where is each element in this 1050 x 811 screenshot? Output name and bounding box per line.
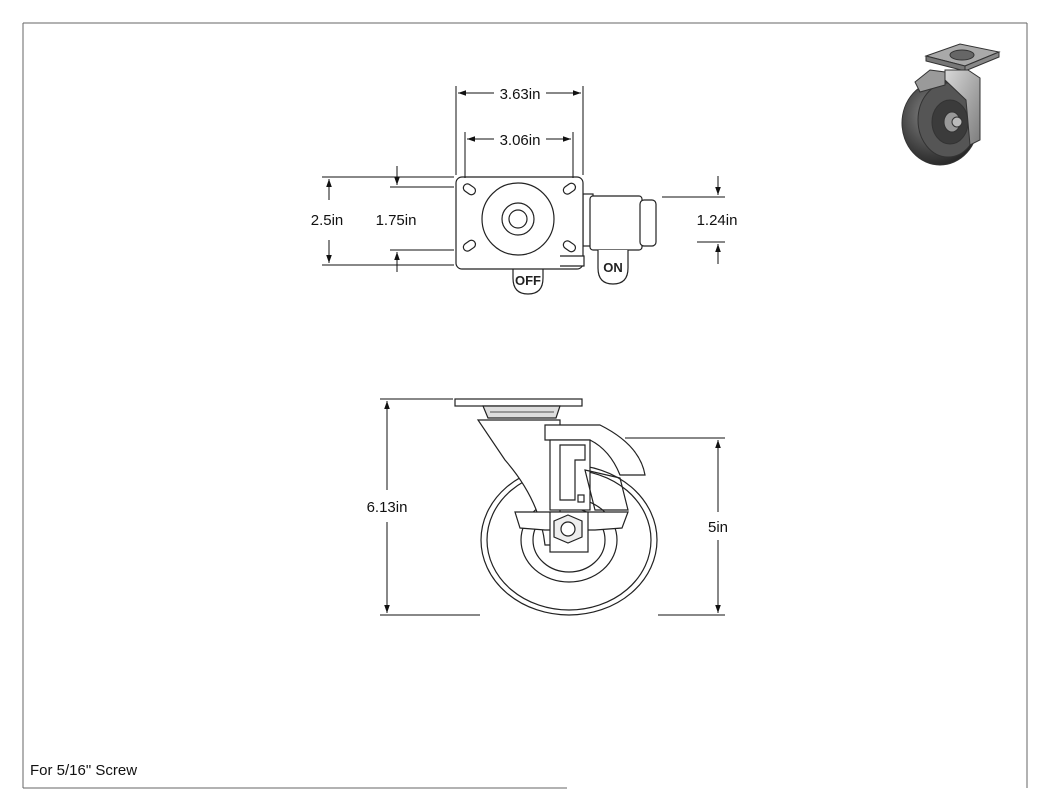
brake-on-label: ON: [603, 260, 623, 275]
dim-wheel-diameter: 5in: [708, 519, 728, 536]
dim-overall-width: 3.63in: [500, 86, 541, 103]
plate-slot-tr: [562, 182, 577, 195]
brake-pin: [577, 494, 585, 503]
isometric-caster-thumbnail: [901, 43, 1001, 166]
plate-slot-bl: [462, 239, 477, 252]
side-view: [454, 398, 658, 616]
plate-slot-br: [562, 240, 577, 253]
side-view-dimensions: [380, 398, 725, 616]
dim-hole-spacing-length: 1.75in: [376, 212, 417, 229]
axle-bolt: [560, 521, 576, 537]
side-top-plate: [454, 398, 583, 407]
brake-pad-arm: [584, 469, 629, 511]
brake-block: [549, 439, 591, 511]
dim-overall-length: 2.5in: [311, 212, 344, 229]
dim-hole-spacing-width: 3.06in: [500, 132, 541, 149]
top-view: [455, 176, 657, 295]
kingpin: [508, 209, 528, 229]
brake-bracket: [559, 444, 586, 501]
dim-overall-height: 6.13in: [367, 499, 408, 516]
brake-pedal-cap: [639, 199, 657, 247]
top-view-dimensions: [322, 86, 725, 272]
brake-off-label: OFF: [515, 273, 541, 288]
drawing-border: [22, 22, 1028, 789]
plate-slot-tl: [462, 183, 477, 196]
iso-fork: [944, 69, 981, 146]
brake-off-tab: [512, 262, 544, 295]
brake-arm: [560, 255, 585, 267]
swivel-raceway-outer: [481, 182, 555, 256]
brake-pedal-body: [589, 195, 643, 251]
brake-on-tab: [597, 250, 629, 285]
dim-brake-width: 1.24in: [697, 212, 738, 229]
swivel-raceway-inner: [501, 202, 535, 236]
screw-size-note: For 5/16" Screw: [30, 762, 137, 779]
brake-lever: [544, 424, 646, 476]
